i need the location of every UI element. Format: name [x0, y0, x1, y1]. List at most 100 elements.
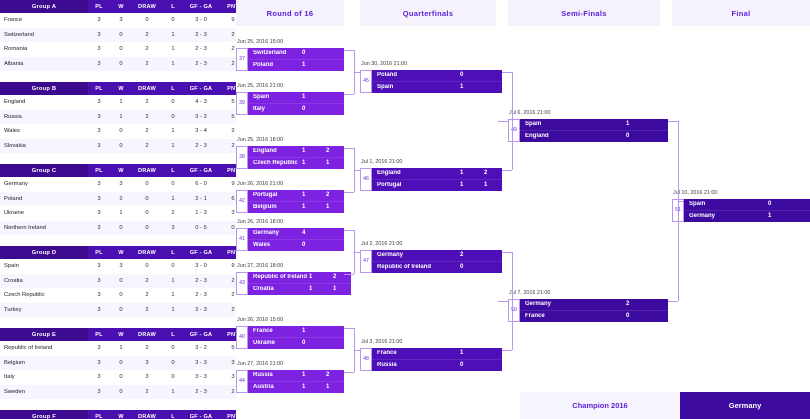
team-name: England [377, 170, 401, 177]
bracket-connector [354, 72, 360, 73]
match-number: 39 [236, 91, 248, 115]
stat-cell: 0 [145, 195, 149, 202]
stat-cell: 3 [231, 374, 235, 381]
stat-cell: 4 - 3 [195, 99, 207, 106]
match-datetime: Jun 25, 2016 15:00 [237, 39, 284, 45]
team-name: Wales [4, 128, 20, 135]
stat-cell: 0 [119, 292, 123, 299]
stat-cell: 3 - 4 [195, 128, 207, 135]
team-score: 1 [309, 285, 313, 292]
stat-cell: 0 [145, 181, 149, 188]
stat-cell: 3 [97, 113, 101, 120]
stat-cell: 3 [119, 17, 123, 24]
team-name: Spain [377, 83, 394, 90]
team-name: Ukraine [4, 210, 24, 217]
stat-cell: 2 [231, 46, 235, 53]
column-header: W [118, 85, 124, 92]
match-number: 42 [236, 189, 248, 213]
stat-cell: 6 - 0 [195, 181, 207, 188]
stat-cell: 3 [97, 263, 101, 270]
stat-cell: 0 [171, 99, 175, 106]
team-name: Croatia [253, 285, 274, 292]
match-number: 41 [236, 227, 248, 251]
stat-cell: 1 [171, 46, 175, 53]
team-name: France [377, 350, 397, 357]
team-name: Belgium [4, 359, 25, 366]
team-name: Wales [253, 241, 271, 248]
stat-cell: 3 [119, 181, 123, 188]
bracket-connector [344, 372, 354, 373]
team-name: Republic of Ireland [4, 345, 53, 352]
stat-cell: 0 [119, 31, 123, 38]
column-header: L [171, 249, 175, 256]
column-header: PL [95, 413, 103, 419]
match-datetime: Jul 6, 2016 21:00 [509, 110, 551, 116]
stat-cell: 2 [145, 31, 149, 38]
stat-cell: 3 - 3 [195, 359, 207, 366]
stat-cell: 2 - 3 [195, 31, 207, 38]
column-header: PNT [227, 249, 239, 256]
bracket-connector [502, 252, 512, 253]
column-header: GF - GA [189, 331, 213, 338]
match-datetime: Jun 27, 2016 18:00 [237, 263, 284, 269]
match-datetime: Jun 26, 2016 15:00 [237, 317, 284, 323]
team-score: 0 [302, 105, 306, 112]
team-score: 2 [626, 301, 630, 308]
stat-cell: 5 [231, 113, 235, 120]
stat-cell: 0 [171, 17, 175, 24]
stat-cell: 1 [171, 195, 175, 202]
bracket-connector [678, 121, 679, 301]
bracket-connector [344, 94, 354, 95]
stat-cell: 1 [119, 345, 123, 352]
team-score: 0 [302, 241, 306, 248]
stat-cell: 0 [119, 359, 123, 366]
team-penalty-score: 2 [326, 148, 330, 155]
column-header: W [118, 3, 124, 10]
team-penalty-score: 2 [484, 170, 488, 177]
team-name: Turkey [4, 306, 22, 313]
champion-label: Champion 2016 [520, 392, 680, 419]
team-name: Poland [4, 195, 23, 202]
stat-cell: 3 [97, 306, 101, 313]
stat-cell: 2 [145, 46, 149, 53]
stat-cell: 2 [145, 277, 149, 284]
stat-cell: 2 [119, 195, 123, 202]
stat-cell: 3 [231, 210, 235, 217]
stat-cell: 3 [97, 128, 101, 135]
match-number: 46 [360, 167, 372, 191]
bracket-connector [344, 192, 354, 193]
